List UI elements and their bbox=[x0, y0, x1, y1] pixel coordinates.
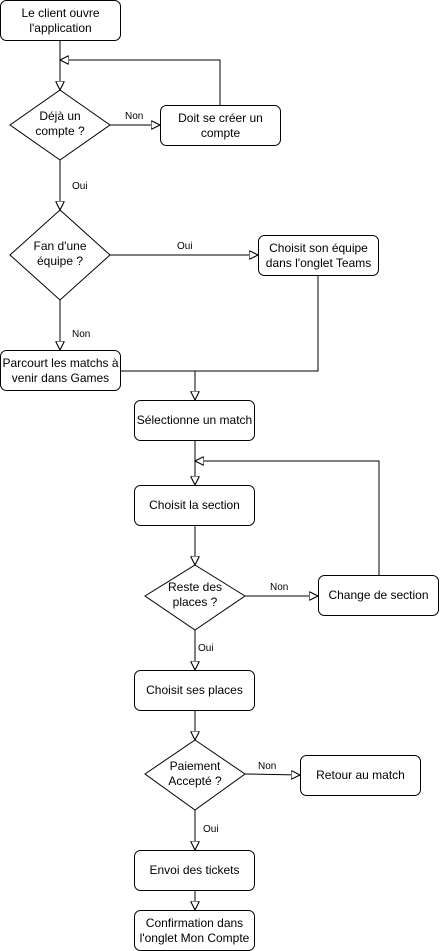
edge-label-payment-yes: Oui bbox=[203, 824, 219, 835]
node-choose-seats: Choisit ses places bbox=[134, 670, 255, 711]
node-send-tickets: Envoi des tickets bbox=[134, 850, 255, 891]
node-choose-section: Choisit la section bbox=[134, 485, 255, 526]
edge-change-section-loop bbox=[195, 461, 380, 576]
svg-text:Choisit ses places: Choisit ses places bbox=[146, 683, 243, 697]
edge-payment-no bbox=[244, 774, 300, 775]
edge-label-is-fan-yes: Oui bbox=[177, 241, 193, 252]
edge-label-seats-no: Non bbox=[270, 582, 288, 593]
svg-text:Envoi des tickets: Envoi des tickets bbox=[149, 863, 239, 877]
svg-text:Sélectionne un match: Sélectionne un match bbox=[137, 413, 252, 427]
edge-label-has-account-no: Non bbox=[125, 111, 143, 122]
svg-text:Retour au match: Retour au match bbox=[316, 768, 405, 782]
node-select-match: Sélectionne un match bbox=[134, 400, 255, 441]
edge-create-account-loop bbox=[60, 60, 221, 105]
edge-label-seats-yes: Oui bbox=[198, 643, 214, 654]
edges bbox=[60, 40, 380, 910]
svg-text:Choisit la section: Choisit la section bbox=[149, 498, 240, 512]
edge-choose-team-to-select bbox=[195, 275, 319, 400]
edge-label-has-account-yes: Oui bbox=[72, 181, 88, 192]
node-back-to-match: Retour au match bbox=[300, 755, 421, 796]
svg-text:Change de section: Change de section bbox=[328, 588, 428, 602]
edge-labels: Non Oui Oui Non Non Oui Non Oui bbox=[72, 111, 288, 835]
edge-label-payment-no: Non bbox=[258, 761, 276, 772]
node-change-section: Change de section bbox=[318, 575, 439, 616]
edge-label-is-fan-no: Non bbox=[72, 329, 90, 340]
